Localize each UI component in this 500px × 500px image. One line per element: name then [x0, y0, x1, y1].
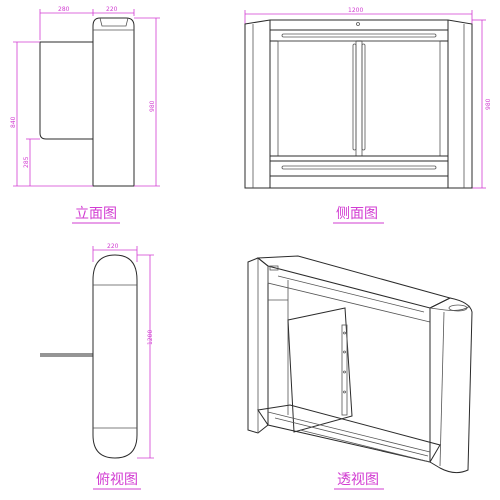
front-cabinet-top-cap — [99, 17, 129, 27]
top-cabinet-outline — [92, 254, 138, 459]
front-left-dimensions: 840 285 — [10, 41, 93, 187]
perspective-view-caption: 透视图 — [337, 472, 379, 488]
side-right-flap — [361, 40, 441, 157]
top-width-dim-label: 220 — [107, 243, 119, 250]
front-elevation-view: 280 220 840 285 980 立面图 — [10, 6, 160, 224]
persp-flap-panel — [287, 307, 353, 433]
perspective-view: 透视图 — [247, 255, 473, 490]
front-top-dimensions: 280 220 — [39, 6, 135, 40]
side-width-dim-label: 1200 — [348, 7, 363, 14]
persp-bottom-beam — [257, 404, 441, 463]
side-top-indicator — [356, 22, 360, 26]
front-flap-panel — [39, 41, 94, 140]
side-view-caption: 侧面图 — [336, 206, 378, 222]
side-height-dim-label: 980 — [485, 98, 492, 110]
front-right-dimension: 980 — [134, 17, 160, 187]
side-bottom-rail — [281, 165, 437, 170]
front-bottom-dim-label: 285 — [23, 156, 30, 168]
front-cabinet-body — [92, 17, 135, 187]
persp-right-pillar — [429, 297, 473, 474]
front-depth-dim-label: 220 — [106, 6, 118, 13]
persp-flap-hinge — [341, 324, 348, 416]
top-length-dim-label: 1200 — [147, 330, 154, 345]
top-view-caption: 俯视图 — [96, 472, 138, 488]
side-elevation-view: 1200 980 侧面图 — [244, 7, 492, 224]
top-view: 220 1200 俯视图 — [40, 243, 154, 490]
side-outline — [244, 19, 473, 189]
front-view-caption: 立面图 — [75, 206, 117, 222]
front-opening-dim-label: 840 — [10, 116, 17, 128]
front-width-dim-label: 280 — [58, 6, 70, 13]
side-left-flap — [277, 40, 357, 157]
side-top-rail — [281, 33, 437, 38]
front-height-dim-label: 980 — [149, 100, 156, 112]
